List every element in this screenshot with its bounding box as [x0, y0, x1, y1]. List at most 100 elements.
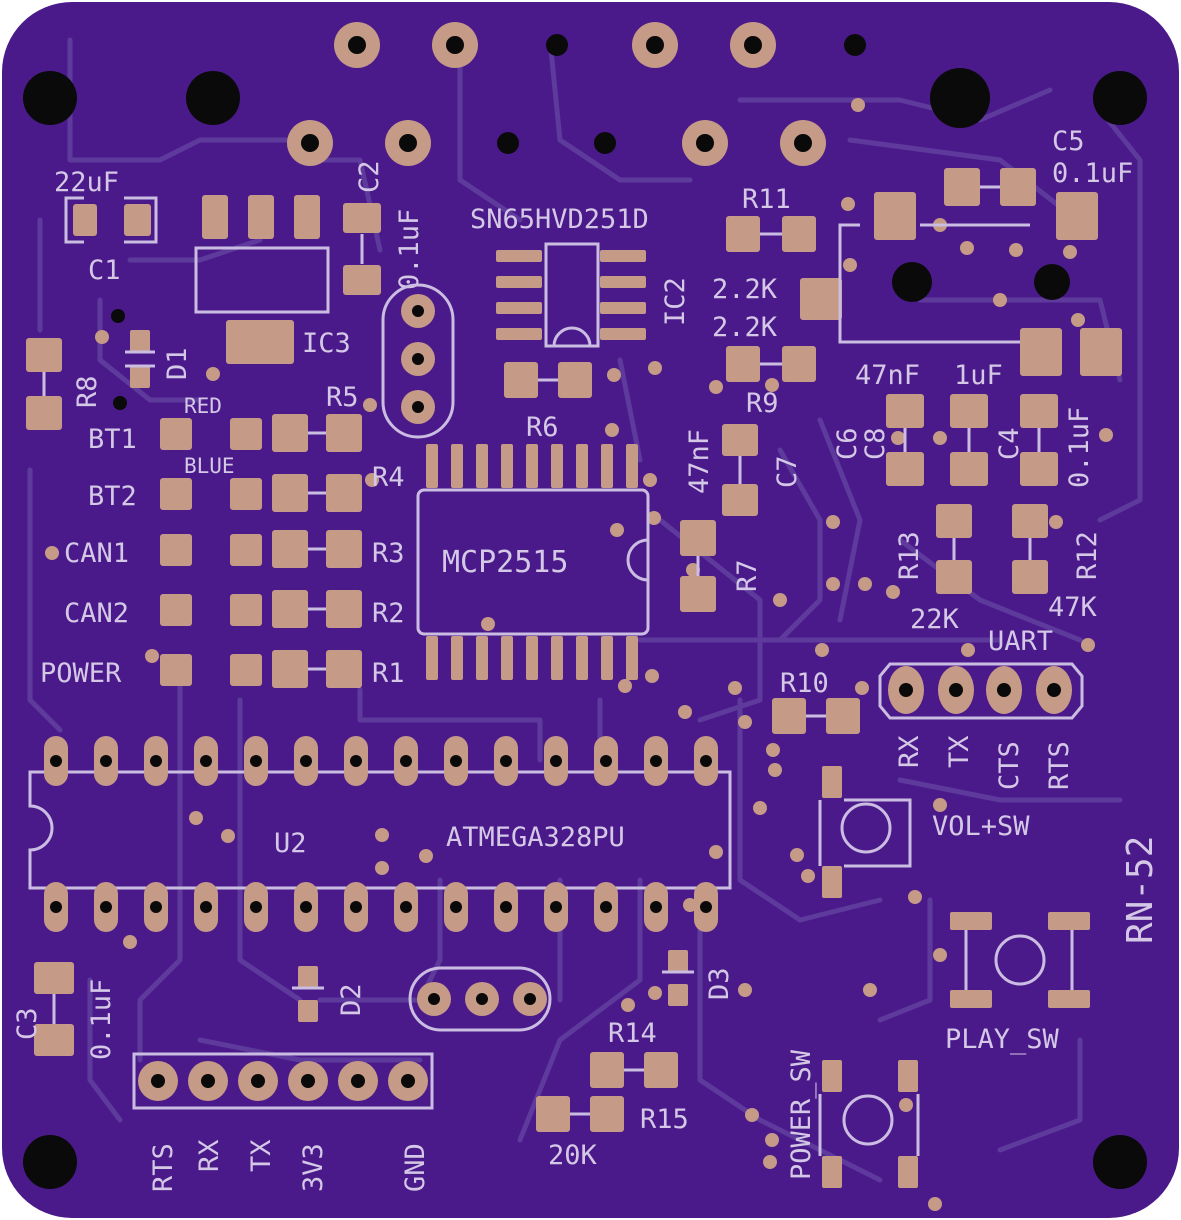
- c1-label: C1: [88, 255, 121, 286]
- r8-label: R8: [72, 375, 103, 408]
- mounting-hole: [930, 68, 990, 128]
- c6-label: C6: [832, 427, 863, 460]
- led-red-label: RED: [184, 394, 222, 418]
- c4-value-label: 1uF: [954, 360, 1003, 391]
- component-c1: 22uF C1: [54, 167, 158, 286]
- c3-label: C3: [12, 1007, 43, 1040]
- r7-label: R7: [732, 559, 763, 592]
- c2-label: C2: [354, 160, 385, 193]
- c7-value-label: 47nF: [684, 429, 715, 494]
- r13-value-label: 22K: [910, 604, 960, 635]
- r12-value-label: 47K: [1048, 592, 1098, 623]
- switch-play: PLAY_SW: [945, 912, 1090, 1055]
- r5-label: R5: [326, 382, 359, 413]
- component-r13-r12: R13 R12 22K 47K: [894, 504, 1103, 635]
- board-name-label: RN-52: [1120, 836, 1161, 944]
- r13-label: R13: [894, 531, 925, 580]
- component-c3: C3 0.1uF: [12, 962, 117, 1060]
- r9-value-label: 2.2K: [712, 312, 778, 343]
- u2-part-label: ATMEGA328PU: [446, 822, 625, 853]
- vol-sw-label: VOL+SW: [932, 811, 1030, 842]
- component-r10: R10: [772, 668, 860, 734]
- r12-label: R12: [1072, 531, 1103, 580]
- component-c2: C2 0.1uF: [343, 160, 425, 295]
- can2-label: CAN2: [64, 598, 129, 629]
- c3-value-label: 0.1uF: [86, 979, 117, 1060]
- r14-label: R14: [608, 1018, 657, 1049]
- mcp-label: MCP2515: [442, 545, 568, 580]
- c4-label: C4: [994, 427, 1025, 460]
- r10-label: R10: [780, 668, 829, 699]
- component-u2: U2 ATMEGA328PU: [28, 736, 732, 932]
- component-c5: C5 0.1uF: [838, 126, 1133, 376]
- mounting-hole: [23, 1135, 77, 1189]
- c2-value-label: 0.1uF: [394, 209, 425, 290]
- component-ic3: IC3: [194, 195, 351, 364]
- r6-label: R6: [526, 412, 559, 443]
- play-sw-label: PLAY_SW: [945, 1024, 1060, 1055]
- component-r14-r15: R14 R15 20K: [536, 1018, 689, 1171]
- uart-rx-label: RX: [894, 735, 925, 768]
- led-blue-label: BLUE: [184, 454, 235, 478]
- component-d2: D2: [292, 966, 367, 1022]
- c8-label: C8: [860, 427, 891, 460]
- switch-power: POWER_SW: [786, 1049, 920, 1188]
- r3-label: R3: [372, 538, 405, 569]
- component-ic2: SN65HVD251D IC2 R6: [470, 204, 691, 443]
- r15-label: R15: [640, 1104, 689, 1135]
- component-r11-r9: R11 2.2K 2.2K R9: [712, 184, 842, 419]
- bt2-label: BT2: [88, 481, 137, 512]
- header-rx-label: RX: [194, 1139, 225, 1172]
- c6-value-label: 47nF: [855, 360, 920, 391]
- power-sw-label: POWER_SW: [786, 1049, 817, 1180]
- component-crystal-bottom: [408, 966, 552, 1032]
- can1-label: CAN1: [64, 538, 129, 569]
- header-gnd-label: GND: [400, 1143, 431, 1192]
- power-label: POWER: [40, 658, 122, 689]
- r4-label: R4: [372, 462, 405, 493]
- led-array: RED BLUE BT1 BT2 CAN1 CAN2 POWER R5: [40, 382, 405, 689]
- ic2-part-label: SN65HVD251D: [470, 204, 649, 235]
- component-crystal-top: [381, 283, 455, 439]
- uart-header: UART RX TX CTS RTS: [878, 626, 1084, 790]
- r15-value-label: 20K: [548, 1140, 598, 1171]
- r1-label: R1: [372, 658, 405, 689]
- mounting-hole: [1093, 71, 1147, 125]
- mounting-hole: [23, 71, 77, 125]
- c8-value-label: 0.1uF: [1064, 407, 1095, 488]
- c1-value-label: 22uF: [54, 167, 119, 198]
- switch-vol: VOL+SW: [818, 766, 1030, 898]
- c5-value-label: 0.1uF: [1052, 158, 1133, 189]
- mounting-hole: [1093, 1135, 1147, 1189]
- component-mcp2515: MCP2515: [416, 444, 650, 680]
- d1-label: D1: [162, 347, 193, 380]
- r9-label: R9: [746, 388, 779, 419]
- r11-label: R11: [742, 184, 791, 215]
- c5-label: C5: [1052, 126, 1085, 157]
- uart-tx-label: TX: [944, 735, 975, 768]
- mounting-holes: [23, 68, 1147, 1189]
- header-rts-label: RTS: [148, 1143, 179, 1192]
- u2-label: U2: [274, 828, 307, 859]
- uart-label: UART: [988, 626, 1053, 657]
- component-d1-r8: D1 R8: [26, 309, 193, 430]
- r2-label: R2: [372, 598, 405, 629]
- header-3v3-label: 3V3: [298, 1143, 329, 1192]
- component-c7-r7: 47nF C7 R7: [680, 424, 803, 612]
- ic2-label: IC2: [660, 277, 691, 326]
- uart-rts-label: RTS: [1044, 741, 1075, 790]
- component-c6-c8-c4: 47nF 1uF C6 C8 C4 0.1uF: [832, 360, 1095, 488]
- d2-label: D2: [336, 983, 367, 1016]
- bottom-header: RTS RX TX 3V3 GND: [132, 1052, 434, 1192]
- component-d3: D3: [662, 950, 735, 1006]
- header-tx-label: TX: [246, 1139, 277, 1172]
- ic3-label: IC3: [302, 328, 351, 359]
- bt1-label: BT1: [88, 424, 137, 455]
- d3-label: D3: [704, 967, 735, 1000]
- vias: [45, 98, 1113, 1211]
- top-connector: [287, 22, 866, 166]
- uart-cts-label: CTS: [994, 741, 1025, 790]
- c7-label: C7: [772, 455, 803, 488]
- mounting-hole: [186, 71, 240, 125]
